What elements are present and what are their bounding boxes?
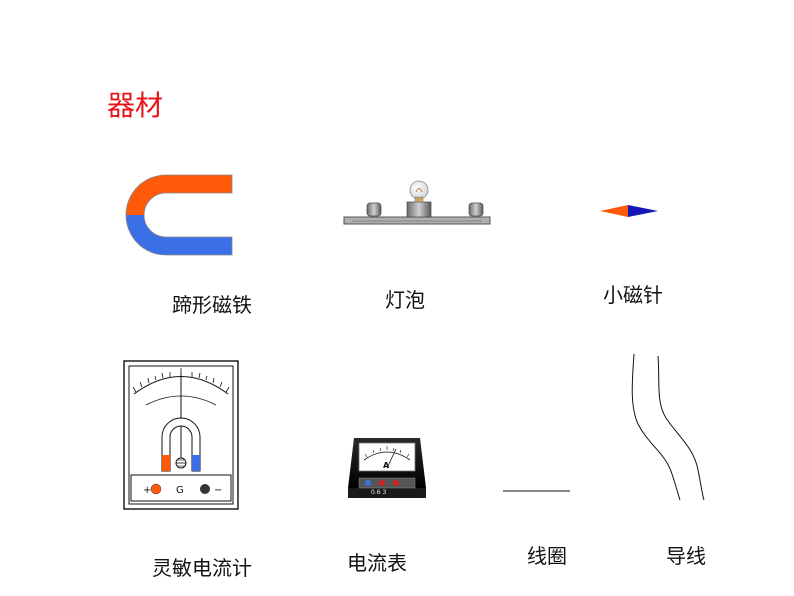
terminal-positive xyxy=(150,483,162,495)
galvanometer-label: 灵敏电流计 xyxy=(152,556,252,580)
terminal-letter: G xyxy=(176,485,184,496)
wire-diagram xyxy=(626,352,712,504)
horseshoe-magnet-label: 蹄形磁铁 xyxy=(172,293,252,317)
terminal-plus-sign: + xyxy=(143,485,151,496)
wire-strand-left xyxy=(631,353,681,501)
binding-post-right xyxy=(468,202,484,217)
ammeter-label: 电流表 xyxy=(347,551,407,575)
bulb-glass xyxy=(409,180,429,200)
ammeter-terminal-negative xyxy=(365,480,371,486)
coil-diagram xyxy=(502,488,572,494)
ammeter-pointer xyxy=(386,448,397,469)
galvanometer-inner-magnet xyxy=(161,417,201,472)
needle-north-half xyxy=(600,205,628,217)
bulb-socket xyxy=(406,201,432,218)
bulb-label: 灯泡 xyxy=(385,288,425,312)
magnet-north-pole xyxy=(126,175,232,215)
magnet-south-pole xyxy=(126,215,232,255)
compass-needle-diagram xyxy=(598,204,660,218)
ammeter-diagram: A 0.6 3 xyxy=(346,436,428,502)
needle-south-half xyxy=(628,205,658,217)
terminal-minus-sign: − xyxy=(214,485,222,496)
ammeter-terminal-mid xyxy=(379,480,385,486)
page-title: 器材 xyxy=(107,89,164,122)
coil-label: 线圈 xyxy=(527,544,567,568)
wire-label: 导线 xyxy=(666,544,706,568)
binding-post-left xyxy=(366,202,382,217)
galvanometer-terminal-strip xyxy=(130,474,232,502)
terminal-negative xyxy=(200,484,210,494)
compass-needle-label: 小磁针 xyxy=(603,283,663,307)
bulb-diagram xyxy=(342,176,494,228)
ammeter-dial-letter: A xyxy=(383,461,390,470)
ammeter-terminal-max xyxy=(393,480,399,486)
ammeter-terminal-labels: 0.6 3 xyxy=(371,489,386,496)
wire-strand-right xyxy=(657,355,705,501)
horseshoe-magnet-diagram xyxy=(124,173,236,257)
galvanometer-diagram: + G − xyxy=(122,359,240,511)
bulb-board xyxy=(343,216,491,225)
